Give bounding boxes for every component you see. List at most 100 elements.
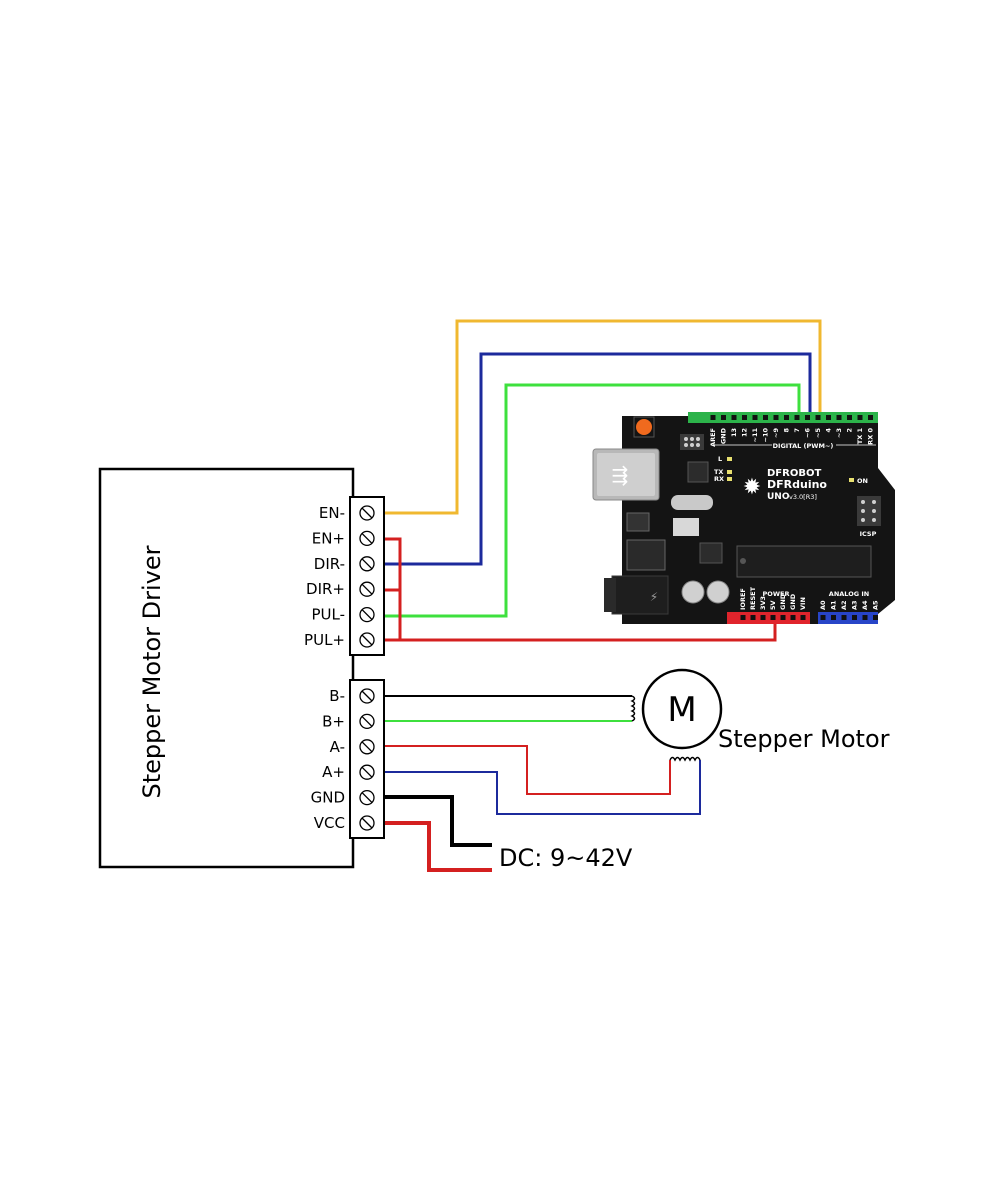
terminal-label: A+: [322, 763, 345, 781]
icsp-usb-header: [680, 434, 704, 450]
terminal-label: DIR-: [314, 555, 345, 573]
driver-title: Stepper Motor Driver: [138, 545, 166, 798]
pin-dot: [872, 500, 876, 504]
header-pin: [763, 415, 768, 420]
motor-circle: [641, 668, 723, 750]
terminal-screw: [359, 530, 375, 547]
screw-slot: [361, 609, 373, 621]
wires: [385, 319, 822, 872]
header-pin: [742, 415, 747, 420]
control-terminals: EN-EN+DIR-DIR+PUL-PUL+: [304, 504, 375, 649]
dc-jack: [611, 575, 669, 615]
terminal-label: PUL-: [311, 606, 345, 624]
usb-icon: ⇶: [612, 463, 629, 487]
header-pin: [852, 615, 857, 620]
power-pin-slots: [740, 615, 806, 620]
screw-slot: [361, 792, 373, 804]
pin-label: ~3: [835, 428, 843, 438]
screw-slot: [361, 817, 373, 829]
header-pin: [794, 415, 800, 420]
usb-connector-inner: [597, 453, 655, 496]
atmega-chip: [736, 545, 872, 578]
led-tx: [727, 470, 732, 474]
led-label-l: L: [718, 455, 722, 463]
pin-label: 8: [783, 428, 791, 433]
wire-gnd: [385, 795, 492, 847]
wire-en-minus: [385, 319, 822, 515]
screw-slot: [361, 532, 373, 544]
pin-label: ~11: [751, 428, 759, 443]
led-label-rx: RX: [714, 475, 724, 483]
header-pin: [773, 415, 779, 420]
terminal-label: VCC: [314, 814, 345, 832]
regulator: [626, 512, 650, 532]
header-pin: [750, 615, 756, 620]
pin-label: 2: [846, 428, 854, 433]
motor-label: Stepper Motor: [718, 725, 890, 753]
pin-dot: [861, 518, 865, 522]
screw-slot: [361, 741, 373, 753]
header-pin: [770, 615, 776, 620]
capacitor: [706, 580, 730, 604]
analog-label: ANALOG IN: [829, 590, 869, 598]
terminal-screw: [359, 713, 375, 730]
wire-dir-minus: [385, 352, 812, 566]
small-chip-2: [699, 542, 723, 564]
dfrobot-logo-icon: ✹: [743, 475, 761, 500]
header-pin: [780, 615, 786, 620]
board-version: UNO: [767, 492, 790, 502]
terminal-screw: [359, 606, 375, 623]
led-on: [849, 478, 854, 482]
wire-vcc: [385, 821, 492, 872]
digital-pin-slots: [710, 415, 873, 420]
pin-label: ~9: [772, 428, 780, 438]
header-pin: [826, 415, 831, 420]
header-pin: [740, 615, 746, 620]
pin-label: GND: [720, 427, 728, 444]
regulator-2: [626, 539, 666, 571]
pin-dot: [872, 518, 876, 522]
stepper-driver: Stepper Motor Driver EN-EN+DIR-DIR+PUL-P…: [98, 467, 385, 869]
pin-label: RESET: [749, 586, 757, 610]
terminal-screw: [359, 815, 375, 831]
header-pin: [836, 415, 842, 420]
pin-label: GND: [789, 593, 797, 610]
analog-header: [818, 612, 878, 624]
header-pin: [790, 615, 796, 620]
board-brand: DFROBOT: [767, 468, 821, 479]
digital-label: DIGITAL (PWM~): [773, 442, 834, 450]
dc-jack-front: [604, 578, 616, 612]
pin-dot: [861, 500, 865, 504]
pin-label: ~6: [804, 428, 812, 438]
pin-label: 5V: [769, 600, 777, 610]
driver-body: [98, 467, 355, 869]
terminal-label: GND: [311, 789, 345, 807]
power-label: POWER: [763, 590, 790, 598]
terminal-label: EN-: [319, 504, 345, 522]
header-pin: [805, 415, 810, 420]
screw-slot: [361, 507, 373, 519]
header-pin: [815, 415, 821, 420]
screw-slot: [361, 715, 373, 727]
header-pin: [841, 615, 847, 620]
reset-button: [636, 419, 652, 435]
screw-slot: [361, 634, 373, 646]
pin-dot: [696, 437, 700, 441]
power-header: [727, 612, 810, 624]
terminal-screw: [359, 789, 375, 806]
pin-label: 13: [730, 428, 738, 437]
analog-pin-slots: [820, 615, 878, 620]
pin-dot: [696, 443, 700, 447]
small-chip: [673, 518, 699, 536]
header-pin: [847, 415, 852, 420]
pin-dot: [690, 437, 694, 441]
terminal-screw: [359, 764, 375, 780]
board-model: DFRduino: [767, 478, 827, 491]
icsp-header: [857, 496, 881, 526]
terminal-screw: [359, 505, 375, 521]
screw-slot: [361, 690, 373, 702]
screw-slot: [361, 558, 373, 570]
pin-label: 12: [741, 428, 749, 437]
